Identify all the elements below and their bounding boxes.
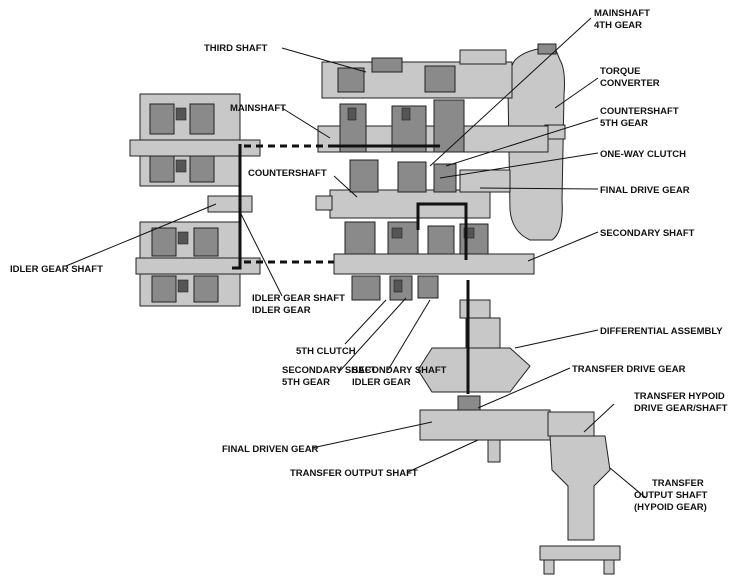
label-idler-gear-shaft-idler-gear-2: IDLER GEAR — [252, 305, 311, 316]
idler-gear-assembly — [129, 93, 261, 307]
label-idler-gear-shaft-idler-gear: IDLER GEAR SHAFT — [252, 293, 345, 304]
mainshaft-assembly — [317, 99, 549, 153]
transfer-gear-assembly — [419, 409, 621, 575]
label-transfer-output-shaft: TRANSFER OUTPUT SHAFT — [290, 468, 418, 479]
differential-assembly — [417, 299, 531, 413]
label-5th-clutch: 5TH CLUTCH — [296, 346, 356, 357]
label-torque-converter-2: CONVERTER — [600, 78, 660, 89]
label-mainshaft-4th-gear-2: 4TH GEAR — [594, 20, 642, 31]
label-transfer-hypoid-drive-gear-2: DRIVE GEAR/SHAFT — [634, 403, 728, 414]
label-transfer-output-hypoid-2: OUTPUT SHAFT — [634, 490, 708, 501]
label-torque-converter: TORQUE — [600, 66, 640, 77]
label-mainshaft-4th-gear: MAINSHAFT — [594, 8, 650, 19]
label-countershaft: COUNTERSHAFT — [248, 168, 327, 179]
label-idler-gear-shaft: IDLER GEAR SHAFT — [10, 264, 103, 275]
label-differential-assembly: DIFFERENTIAL ASSEMBLY — [600, 326, 723, 337]
label-transfer-output-hypoid: TRANSFER — [652, 478, 704, 489]
power-flow-path — [232, 144, 470, 394]
label-secondary-shaft-idler-gear: SECONDARY SHAFT — [352, 365, 447, 376]
label-final-driven-gear: FINAL DRIVEN GEAR — [222, 444, 319, 455]
label-mainshaft: MAINSHAFT — [230, 103, 286, 114]
label-third-shaft: THIRD SHAFT — [204, 43, 268, 54]
label-one-way-clutch: ONE-WAY CLUTCH — [600, 149, 686, 160]
label-countershaft-5th-gear-2: 5TH GEAR — [600, 118, 648, 129]
third-shaft-assembly — [321, 49, 513, 99]
label-countershaft-5th-gear: COUNTERSHAFT — [600, 106, 679, 117]
label-final-drive-gear: FINAL DRIVE GEAR — [600, 185, 690, 196]
label-secondary-shaft: SECONDARY SHAFT — [600, 228, 695, 239]
label-transfer-hypoid-drive-gear: TRANSFER HYPOID — [634, 391, 725, 402]
secondary-shaft-assembly — [333, 221, 535, 301]
label-secondary-shaft-idler-gear-2: IDLER GEAR — [352, 377, 411, 388]
labels: MAINSHAFT 4TH GEAR THIRD SHAFT TORQUE CO… — [10, 8, 728, 513]
label-transfer-output-hypoid-3: (HYPOID GEAR) — [634, 502, 707, 513]
label-secondary-shaft-5th-gear-2: 5TH GEAR — [282, 377, 330, 388]
label-secondary-shaft-5th-gear: SECONDARY SHAFT — [282, 365, 377, 376]
label-transfer-drive-gear: TRANSFER DRIVE GEAR — [572, 364, 686, 375]
leader-lines — [65, 17, 647, 499]
countershaft-assembly — [315, 159, 511, 219]
